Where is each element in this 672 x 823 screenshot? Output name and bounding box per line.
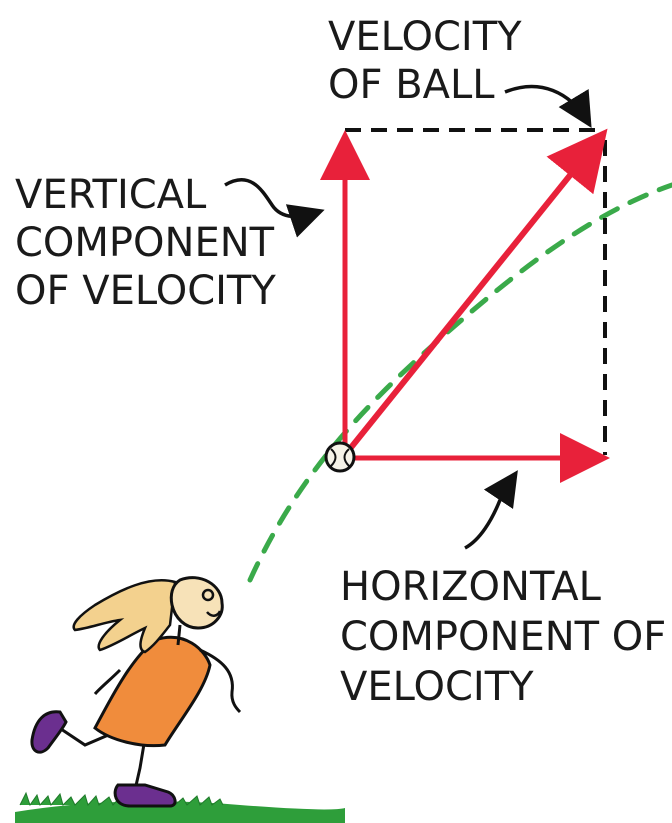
trajectory-path	[247, 182, 672, 583]
label-line: COMPONENT	[15, 220, 275, 266]
grass	[15, 791, 345, 823]
label-line: COMPONENT OF	[340, 614, 666, 660]
label-line: HORIZONTAL	[340, 564, 602, 610]
label-line: VELOCITY	[340, 664, 534, 710]
pointer-arrow-vertical	[224, 178, 325, 238]
label-vertical-component: VERTICAL COMPONENT OF VELOCITY	[15, 172, 287, 314]
label-horizontal-component: HORIZONTAL COMPONENT OF VELOCITY	[340, 564, 672, 710]
pointer-arrow-horizontal	[464, 470, 518, 550]
label-line: VERTICAL	[15, 172, 207, 218]
pointer-arrow-ball	[504, 84, 592, 129]
girl-figure	[30, 576, 242, 808]
label-velocity-of-ball: VELOCITY OF BALL	[328, 14, 534, 108]
ball	[324, 441, 356, 473]
label-line: OF BALL	[328, 62, 495, 108]
label-line: OF VELOCITY	[15, 268, 276, 314]
ball-velocity-arrow	[342, 128, 608, 457]
label-line: VELOCITY	[328, 14, 522, 60]
